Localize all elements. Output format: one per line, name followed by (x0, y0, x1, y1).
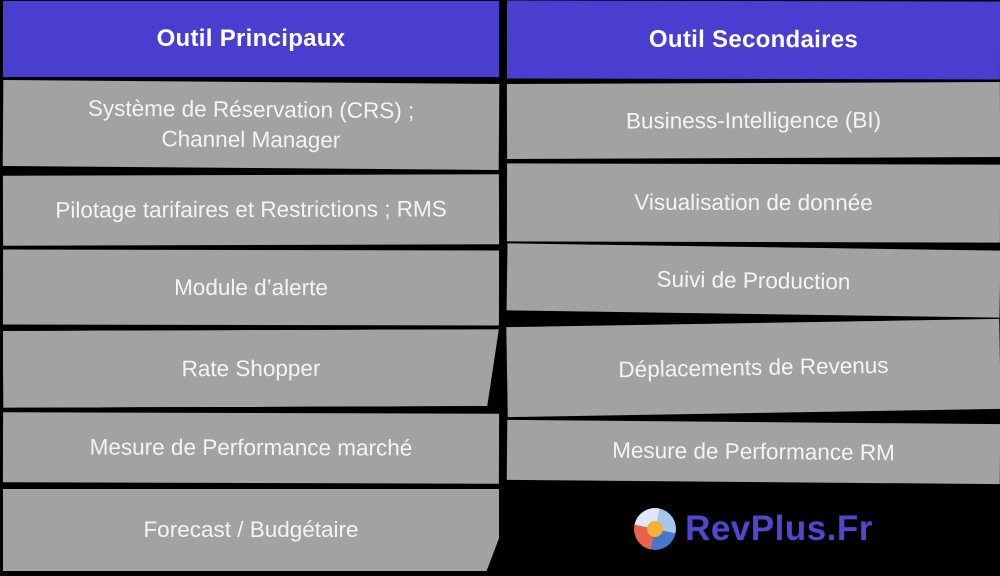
primary-tools-column: Outil Principaux Système de Réservation … (2, 0, 500, 576)
tool-row-business-intelligence: Business-Intelligence (BI) (506, 82, 1000, 159)
tool-row-pilotage-tarifaires-rms: Pilotage tarifaires et Restrictions ; RM… (2, 174, 500, 246)
pie-chart-icon (634, 508, 677, 550)
secondary-tools-header: Outil Secondaires (506, 0, 1000, 80)
tool-row-crs-channel-manager: Système de Réservation (CRS) ; Channel M… (2, 80, 500, 170)
tool-row-visualisation-donnee: Visualisation de donnée (506, 163, 1000, 243)
tool-row-mesure-performance-rm: Mesure de Performance RM (506, 419, 1000, 485)
tool-row-mesure-performance-marche: Mesure de Performance marché (2, 412, 500, 484)
tool-row-rate-shopper: Rate Shopper (3, 329, 499, 408)
logo-text: RevPlus.Fr (685, 509, 873, 548)
revplus-logo: RevPlus.Fr (507, 482, 1000, 576)
tool-row-module-alerte: Module d’alerte (2, 249, 500, 326)
tool-row-deplacements-revenus: Déplacements de Revenus (506, 318, 1000, 418)
secondary-tools-column: Outil Secondaires Business-Intelligence … (506, 0, 1000, 576)
tool-row-forecast-budgetaire: Forecast / Budgétaire (3, 489, 499, 571)
tool-row-suivi-production: Suivi de Production (506, 243, 1000, 318)
primary-tools-header: Outil Principaux (3, 1, 499, 77)
